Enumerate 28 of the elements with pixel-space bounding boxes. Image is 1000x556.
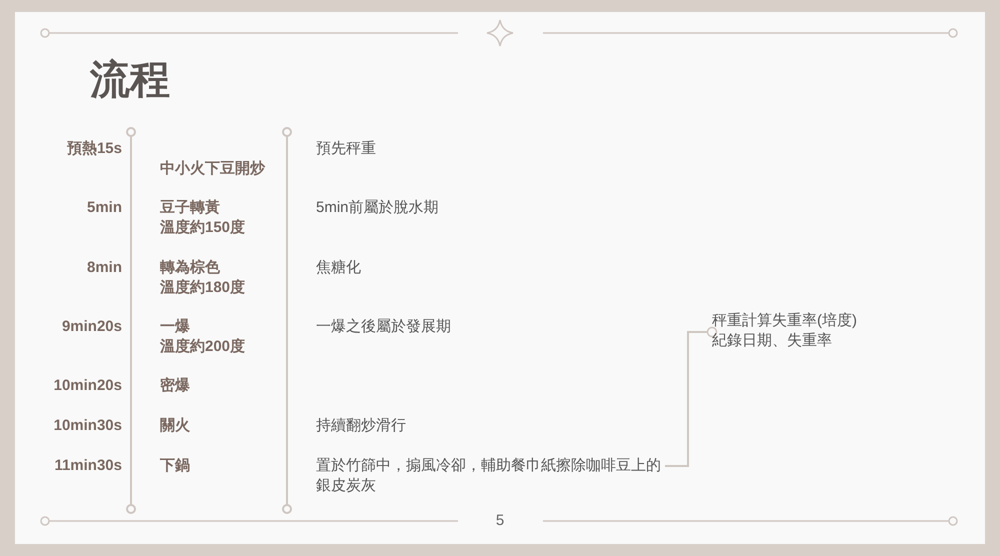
time-label: 5min <box>86 198 122 218</box>
step-label: 轉為棕色 <box>160 258 220 278</box>
step-label: 一爆 <box>160 317 190 337</box>
note-text: 置於竹篩中，搧風冷卻，輔助餐巾紙擦除咖啡豆上的銀皮炭灰 <box>316 456 661 496</box>
time-label: 8min <box>86 258 122 278</box>
note-text: 5min前屬於脫水期 <box>316 198 439 218</box>
step-label: 豆子轉黃 <box>160 198 220 218</box>
step-label: 中小火下豆開炒 <box>160 159 265 179</box>
step-label: 溫度約200度 <box>160 337 246 357</box>
slide-title: 流程 <box>90 57 170 104</box>
page-number: 5 <box>496 511 504 531</box>
note-text: 焦糖化 <box>316 258 361 278</box>
note-text: 預先秤重 <box>316 139 376 159</box>
note-text: 一爆之後屬於發展期 <box>316 317 451 337</box>
time-label: 預熱15s <box>66 139 122 159</box>
step-label: 溫度約150度 <box>160 218 246 238</box>
time-label: 9min20s <box>62 317 122 337</box>
time-label: 11min30s <box>54 456 122 476</box>
step-label: 下鍋 <box>160 456 190 476</box>
step-label: 關火 <box>160 416 190 436</box>
note-text: 秤重計算失重率(培度) <box>712 311 858 331</box>
step-label: 溫度約180度 <box>160 278 246 298</box>
note-text: 持續翻炒滑行 <box>316 416 406 436</box>
step-label: 密爆 <box>160 376 190 396</box>
connector-line <box>665 326 718 467</box>
note-text: 紀錄日期、失重率 <box>712 331 833 351</box>
time-label: 10min20s <box>54 376 122 396</box>
time-label: 10min30s <box>54 416 122 436</box>
